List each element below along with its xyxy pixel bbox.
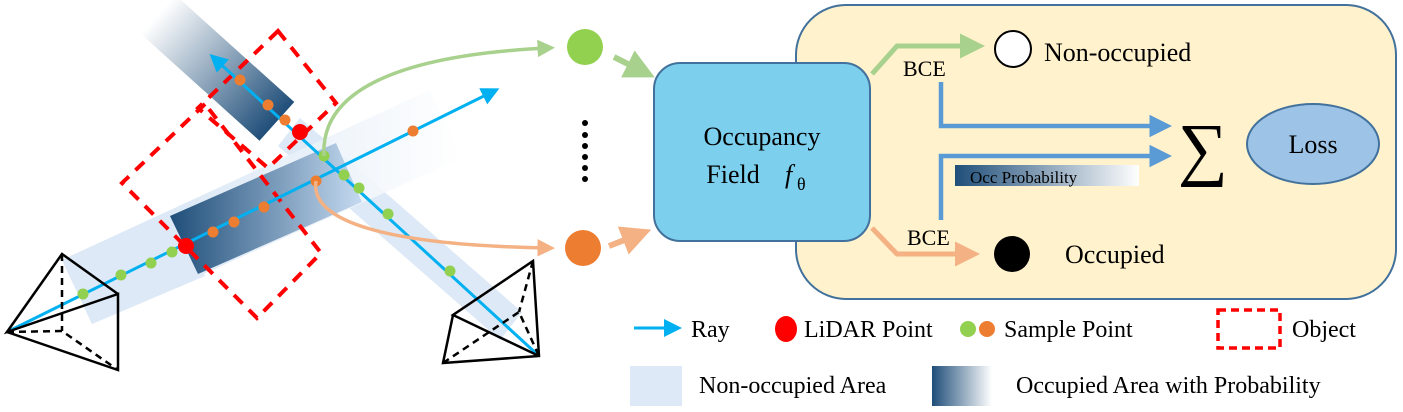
camera-left-icon [3, 252, 120, 372]
sample-point-orange [234, 74, 246, 86]
legend-object-icon [1216, 308, 1282, 350]
field-label-line2: Field [706, 160, 759, 189]
lidar-point [292, 124, 308, 140]
sum-symbol: ∑ [1178, 111, 1228, 188]
lidar-point [178, 238, 194, 254]
legend-lidar-icon [775, 316, 797, 342]
sample-node-orange [565, 230, 601, 266]
sample-point-green [338, 169, 350, 181]
sample-points-ray1 [77, 125, 419, 300]
bce-top-label: BCE [903, 56, 946, 81]
curve-arrow-green [322, 39, 555, 157]
non-occupied-circle [994, 30, 1032, 68]
occupied-circle [994, 236, 1030, 272]
object-box-upper [195, 28, 339, 171]
sample-node-green [567, 29, 603, 65]
sample-point-orange [258, 201, 270, 213]
loss-ellipse [1246, 103, 1380, 185]
bce-bottom-label: BCE [907, 225, 950, 250]
occupied-area-ray2 [140, 0, 295, 141]
legend-non-occupied-label: Non-occupied Area [699, 373, 887, 399]
sample-point-green [77, 288, 89, 300]
legend-sample-label: Sample Point [1004, 317, 1133, 343]
legend-ray-label: Ray [691, 317, 730, 343]
legend-occupied-label: Occupied Area with Probability [1016, 373, 1321, 399]
object-box-lower [119, 101, 324, 321]
ellipsis-dots [582, 120, 588, 182]
arrow-bce-bottom-to-sum [938, 144, 1172, 220]
sample-point-green [382, 208, 394, 220]
sample-point-green [145, 257, 157, 269]
non-occupied-label: Non-occupied [1044, 38, 1191, 67]
sample-point-orange [207, 226, 219, 238]
field-label-line1: Occupancy [704, 122, 821, 151]
occupancy-field-box [653, 62, 871, 242]
arrow-to-non-occupied [870, 33, 985, 76]
sample-point-orange [262, 99, 274, 111]
sample-point-orange [279, 114, 291, 126]
legend-object-label: Object [1292, 317, 1356, 343]
arrow-bce-top-to-sum [938, 82, 1172, 138]
sample-points-ray2 [234, 74, 456, 277]
legend-non-occupied-swatch [630, 366, 682, 406]
arrow-green-to-field [612, 50, 655, 78]
arrow-orange-to-field [607, 226, 652, 255]
occ-probability-bar [955, 165, 1139, 186]
legend-sample-orange-icon [979, 321, 995, 337]
sample-point-green [444, 265, 456, 277]
occ-probability-label: Occ Probability [970, 168, 1078, 187]
field-symbol: f [785, 160, 796, 189]
loss-label: Loss [1288, 130, 1337, 159]
sample-point-orange [407, 125, 419, 137]
sample-point-green [353, 182, 365, 194]
curve-arrow-orange [313, 180, 555, 257]
sample-point-orange [228, 216, 240, 228]
arrow-to-occupied [870, 226, 980, 267]
legend-occupied-swatch [932, 366, 992, 406]
camera-right-icon [441, 258, 541, 365]
legend-lidar-label: LiDAR Point [804, 317, 933, 343]
sample-point-green [115, 269, 127, 281]
sample-point-green [166, 246, 178, 258]
field-subscript: θ [797, 174, 806, 194]
legend-sample-green-icon [960, 321, 976, 337]
occupied-label: Occupied [1065, 240, 1165, 269]
